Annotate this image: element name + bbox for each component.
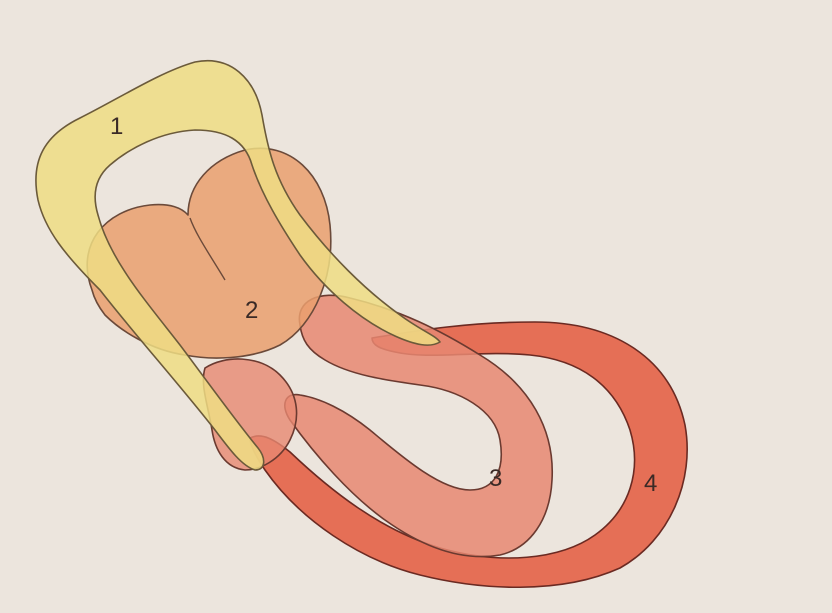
structure-3-label: 3 [489, 465, 502, 492]
structure-1-label: 1 [110, 113, 123, 140]
structure-4-label: 4 [644, 470, 657, 497]
structure-2-label: 2 [245, 297, 258, 324]
